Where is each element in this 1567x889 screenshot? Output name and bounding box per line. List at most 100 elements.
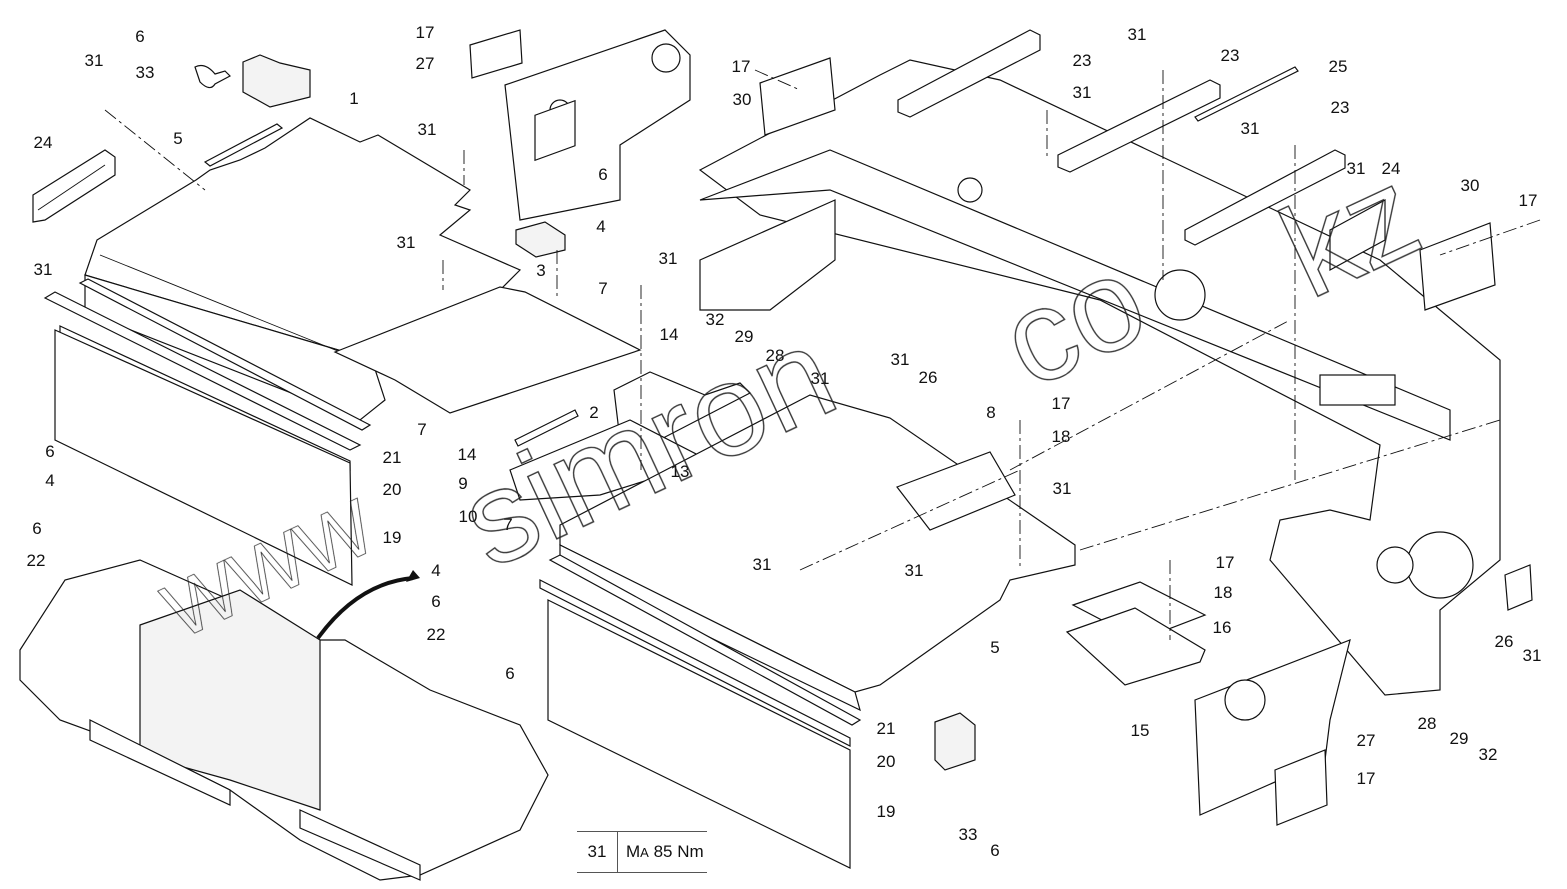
callout-29: 29 xyxy=(1450,729,1469,748)
callout-33: 33 xyxy=(136,63,155,82)
callout-3: 3 xyxy=(536,261,545,280)
cover-part-30-right xyxy=(1419,222,1496,311)
callout-6: 6 xyxy=(45,442,54,461)
callout-31: 31 xyxy=(1053,479,1072,498)
hinge-part-4 xyxy=(515,221,566,258)
callout-6: 6 xyxy=(431,592,440,611)
callout-19: 19 xyxy=(383,528,402,547)
gasket-parts-14-9 xyxy=(509,371,752,501)
callout-31: 31 xyxy=(753,555,772,574)
callout-18: 18 xyxy=(1214,583,1233,602)
callout-17: 17 xyxy=(1357,769,1376,788)
callout-31: 31 xyxy=(905,561,924,580)
side-panel-part-19-left xyxy=(54,329,353,586)
callout-31: 31 xyxy=(1128,25,1147,44)
callout-21: 21 xyxy=(877,719,896,738)
callout-17: 17 xyxy=(1216,553,1235,572)
callout-6: 6 xyxy=(32,519,41,538)
callout-26: 26 xyxy=(919,368,938,387)
callout-31: 31 xyxy=(891,350,910,369)
torque-value: 85 Nm xyxy=(653,842,704,861)
rails-part-21-20-right xyxy=(539,554,862,747)
callout-32: 32 xyxy=(1479,745,1498,764)
bracket-part-33-bottom xyxy=(934,712,976,771)
callout-14: 14 xyxy=(660,325,679,344)
callout-31: 31 xyxy=(659,249,678,268)
callout-6: 6 xyxy=(990,841,999,860)
callout-23: 23 xyxy=(1331,98,1350,117)
callout-22: 22 xyxy=(427,625,446,644)
cover-part-27-top xyxy=(469,29,523,79)
strip-part-5 xyxy=(203,123,284,167)
callout-27: 27 xyxy=(1357,731,1376,750)
torque-symbol: M xyxy=(626,842,641,861)
callout-31: 31 xyxy=(85,51,104,70)
callout-5: 5 xyxy=(173,129,182,148)
callout-28: 28 xyxy=(766,346,785,365)
callout-24: 24 xyxy=(1382,159,1401,178)
callout-6: 6 xyxy=(505,664,514,683)
plate-part-26-bottom xyxy=(1504,564,1533,611)
callout-13: 13 xyxy=(671,462,690,481)
torque-part-number: 31 xyxy=(577,832,618,872)
callout-7: 7 xyxy=(417,420,426,439)
crossbeams-part-23-25 xyxy=(897,29,1346,246)
callout-22: 22 xyxy=(27,551,46,570)
callout-18: 18 xyxy=(1052,427,1071,446)
callout-32: 32 xyxy=(706,310,725,329)
callout-10: 10 xyxy=(459,507,478,526)
callout-4: 4 xyxy=(596,217,605,236)
callout-31: 31 xyxy=(1073,83,1092,102)
callout-4: 4 xyxy=(431,561,440,580)
callout-9: 9 xyxy=(458,474,467,493)
callout-31: 31 xyxy=(1523,646,1542,665)
callout-20: 20 xyxy=(383,480,402,499)
callout-7: 7 xyxy=(503,515,512,534)
callout-14: 14 xyxy=(458,445,477,464)
callout-33: 33 xyxy=(959,825,978,844)
callout-26: 26 xyxy=(1495,632,1514,651)
assembly-center-lines xyxy=(104,69,1541,640)
bracket-part-33-area xyxy=(194,54,311,108)
floor-plate-part-8 xyxy=(559,394,1076,712)
callout-17: 17 xyxy=(1052,394,1071,413)
callout-19: 19 xyxy=(877,802,896,821)
callout-31: 31 xyxy=(811,369,830,388)
callout-23: 23 xyxy=(1073,51,1092,70)
gear-plate-top xyxy=(504,29,691,221)
callout-17: 17 xyxy=(416,23,435,42)
callout-30: 30 xyxy=(733,90,752,109)
callout-29: 29 xyxy=(735,327,754,346)
callout-31: 31 xyxy=(34,260,53,279)
callout-8: 8 xyxy=(986,403,995,422)
machine-overview xyxy=(19,559,549,881)
callout-15: 15 xyxy=(1131,721,1150,740)
callout-16: 16 xyxy=(1213,618,1232,637)
callout-20: 20 xyxy=(877,752,896,771)
main-frame xyxy=(698,59,1501,696)
callout-21: 21 xyxy=(383,448,402,467)
torque-subscript: A xyxy=(640,844,649,860)
callout-27: 27 xyxy=(416,54,435,73)
gear-plate-bottom xyxy=(1194,639,1351,826)
callout-6: 6 xyxy=(598,165,607,184)
callout-31: 31 xyxy=(1241,119,1260,138)
callout-17: 17 xyxy=(1519,191,1538,210)
callout-25: 25 xyxy=(1329,57,1348,76)
callout-4: 4 xyxy=(45,471,54,490)
callout-1: 1 xyxy=(349,89,358,108)
lid-part-15 xyxy=(1065,607,1206,686)
callout-7: 7 xyxy=(598,279,607,298)
callout-6: 6 xyxy=(135,27,144,46)
callout-23: 23 xyxy=(1221,46,1240,65)
callout-31: 31 xyxy=(1347,159,1366,178)
callout-28: 28 xyxy=(1418,714,1437,733)
callout-31: 31 xyxy=(397,233,416,252)
callout-2: 2 xyxy=(589,403,598,422)
callout-31: 31 xyxy=(418,120,437,139)
bracket-part-24 xyxy=(32,149,116,223)
